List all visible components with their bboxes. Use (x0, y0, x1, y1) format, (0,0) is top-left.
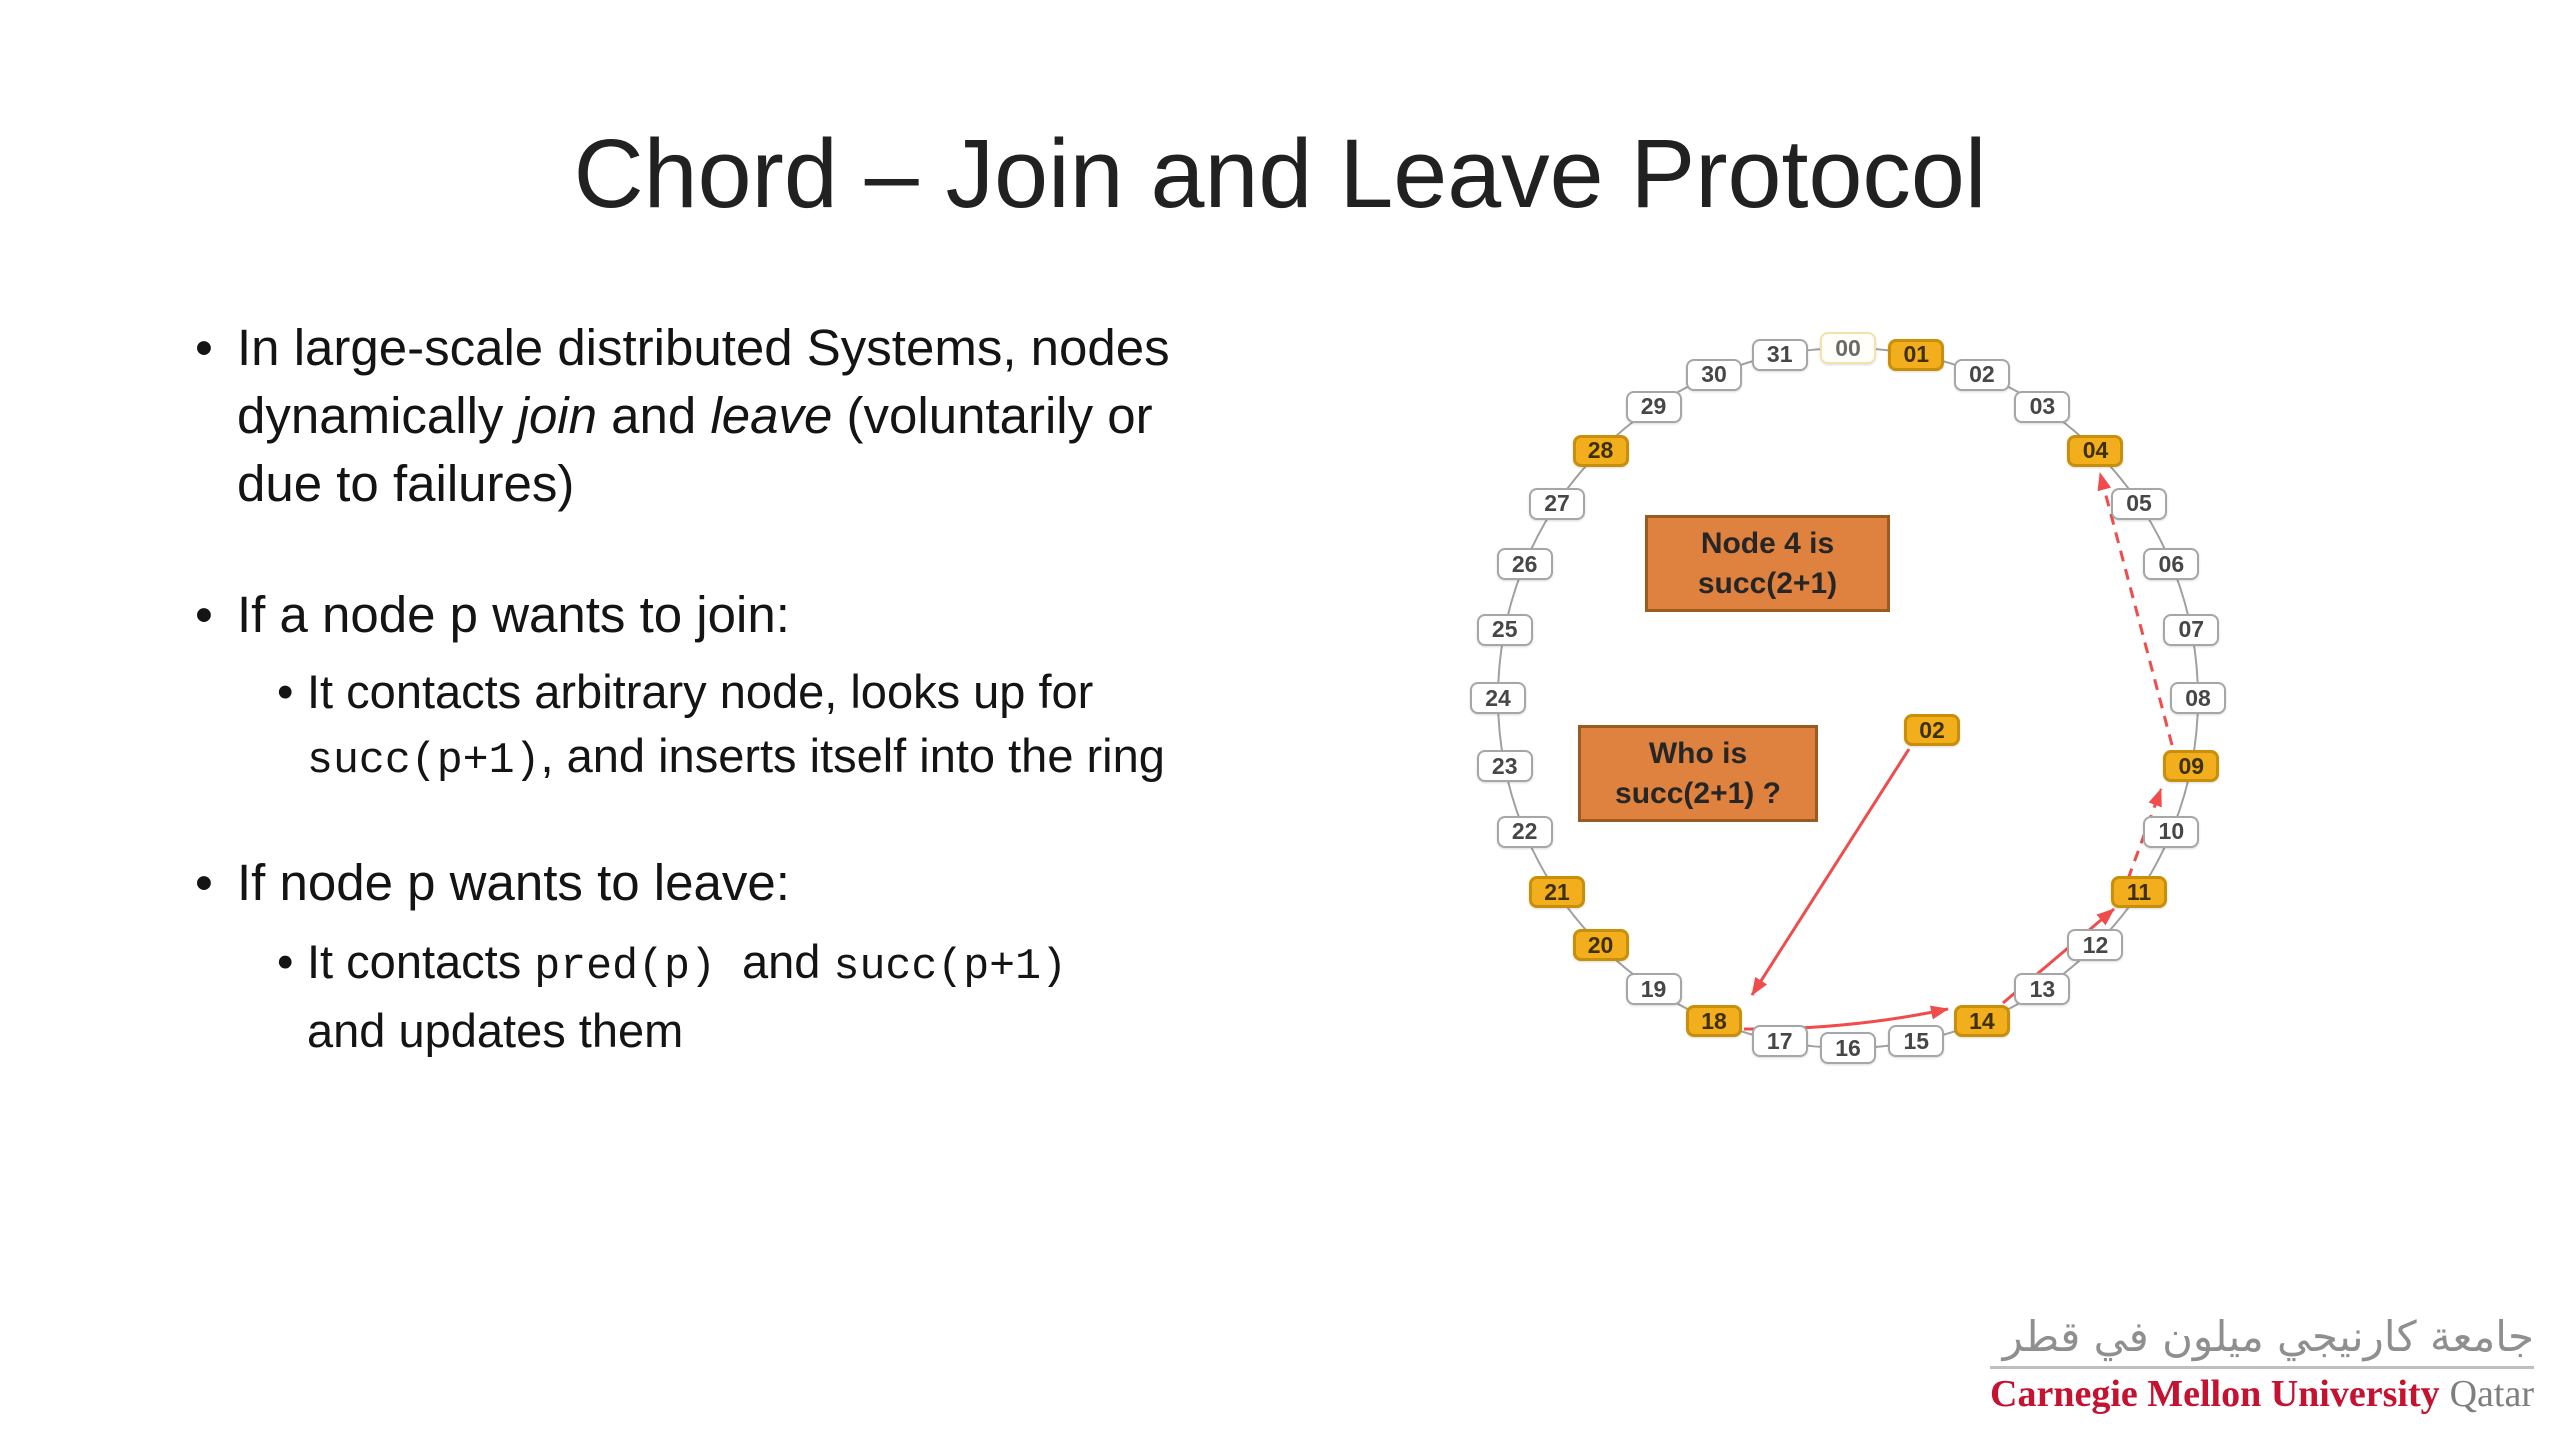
joining-node-02: 02 (1904, 714, 1960, 746)
ring-node-21: 21 (1528, 876, 1585, 909)
ring-node-16: 16 (1820, 1032, 1876, 1064)
bullet-marker: • (195, 854, 213, 911)
ring-node-10: 10 (2143, 815, 2200, 848)
ring-node-14: 14 (1953, 1005, 2010, 1038)
text-run: If a node p wants to join: (237, 586, 790, 643)
lookup-arrow-joining-node-02-to-node-18 (1750, 748, 1911, 996)
slide-title: Chord – Join and Leave Protocol (573, 119, 1987, 228)
ring-node-17: 17 (1751, 1025, 1808, 1058)
callout-line: succ(2+1) (1697, 566, 1838, 600)
lookup-arrow-node-09-to-node-04 (2097, 472, 2174, 746)
ring-node-23: 23 (1476, 750, 1533, 783)
ring-node-07: 07 (2163, 613, 2220, 646)
ring-node-22: 22 (1496, 815, 1553, 848)
logo-arabic-text: جامعة كارنيجي ميلون في قطر (1990, 1312, 2534, 1369)
callout-who-is-succ: Who is succ(2+1) ? (1578, 725, 1818, 822)
ring-node-09: 09 (2163, 750, 2220, 783)
bullet-marker: • (195, 586, 213, 643)
ring-node-01: 01 (1888, 338, 1945, 371)
bullet-marker: • (195, 319, 213, 376)
text-run: If node p wants to leave: (237, 854, 790, 911)
text-run: (voluntarily or (832, 387, 1153, 444)
ring-node-18: 18 (1686, 1005, 1743, 1038)
text-run: join (517, 387, 597, 444)
bullet-item: •It contacts pred(p) and succ(p+1) and up… (277, 930, 1067, 1063)
ring-node-19: 19 (1625, 973, 1682, 1005)
text-run: succ(p+1) (833, 942, 1068, 991)
callout-line: Node 4 is (1700, 526, 1835, 560)
ring-node-25: 25 (1476, 613, 1533, 646)
ring-node-26: 26 (1496, 548, 1553, 581)
bullet-marker: • (277, 935, 294, 988)
cmu-qatar-logo: جامعة كارنيجي ميلون في قطر Carnegie Mell… (1990, 1312, 2534, 1416)
ring-node-08: 08 (2170, 682, 2226, 714)
ring-node-20: 20 (1572, 929, 1629, 962)
text-run: and (715, 935, 834, 988)
bullet-marker: • (277, 665, 294, 718)
logo-qatar: Qatar (2449, 1373, 2534, 1415)
ring-node-12: 12 (2067, 929, 2124, 962)
ring-node-00: 00 (1820, 332, 1876, 364)
ring-node-31: 31 (1751, 338, 1808, 371)
text-run: It contacts (307, 935, 535, 988)
ring-node-30: 30 (1686, 358, 1743, 391)
ring-node-11: 11 (2111, 876, 2167, 909)
ring-node-03: 03 (2014, 390, 2071, 423)
ring-node-06: 06 (2143, 548, 2200, 581)
logo-carnegie-mellon: Carnegie Mellon University (1990, 1373, 2440, 1415)
ring-node-13: 13 (2014, 973, 2071, 1005)
text-run: pred(p) (534, 942, 716, 991)
ring-node-28: 28 (1572, 434, 1629, 467)
bullet-item: • If node p wants to leave: (195, 849, 790, 917)
text-run: succ(p+1) (307, 736, 541, 785)
text-run: It contacts arbitrary node, looks up for (307, 665, 1094, 718)
bullet-item: • If a node p wants to join: (195, 581, 790, 649)
callout-line: succ(2+1) ? (1615, 776, 1781, 810)
ring-node-04: 04 (2067, 434, 2124, 467)
ring-node-24: 24 (1470, 682, 1526, 714)
text-run: and updates them (307, 1004, 684, 1057)
ring-node-27: 27 (1528, 487, 1585, 520)
text-run: , and inserts itself into the ring (540, 729, 1165, 782)
ring-node-29: 29 (1625, 390, 1682, 423)
bullet-item: • In large-scale distributed Systems, nod… (195, 314, 1170, 518)
text-run: and (597, 387, 711, 444)
callout-line: Who is (1648, 736, 1748, 770)
text-run: leave (710, 387, 833, 444)
text-run: In large-scale distributed Systems, node… (237, 319, 1170, 376)
callout-node4-is-succ: Node 4 is succ(2+1) (1645, 515, 1890, 612)
ring-node-05: 05 (2111, 487, 2167, 520)
bullet-item: •It contacts arbitrary node, looks up fo… (277, 660, 1165, 793)
text-run: dynamically (237, 387, 518, 444)
ring-node-02: 02 (1953, 358, 2010, 391)
text-run: due to failures) (237, 455, 575, 512)
ring-node-15: 15 (1888, 1025, 1945, 1058)
